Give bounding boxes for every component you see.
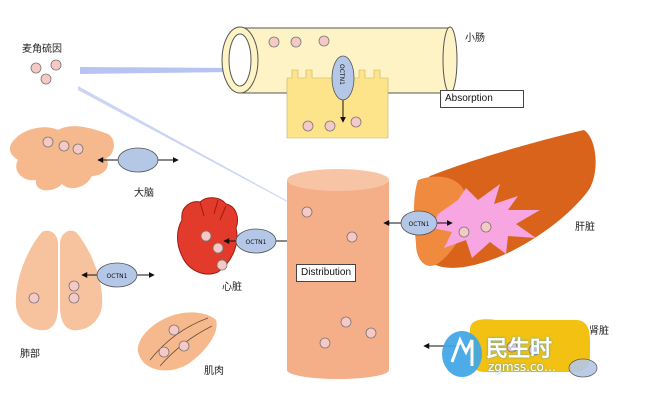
liver — [383, 130, 596, 268]
small-intestine — [221, 26, 458, 139]
label-muscle: 肌肉 — [204, 366, 224, 377]
label-kidney: 肾脏 — [589, 326, 609, 337]
octn1-label-liver: OCTN1 — [409, 221, 430, 228]
watermark-url: zgmss.co… — [488, 360, 556, 374]
absorption-arrows — [78, 62, 303, 210]
kidney — [423, 319, 598, 378]
label-ergothioneine: 麦角硫因 — [22, 44, 62, 55]
label-heart: 心脏 — [222, 282, 242, 293]
watermark-text: 民生时 — [486, 337, 553, 362]
absorption-box: Absorption — [440, 90, 524, 108]
muscle — [137, 312, 217, 371]
octn1-label-lung: OCTN1 — [107, 273, 128, 280]
octn1-label-heart: OCTN1 — [246, 239, 267, 246]
octn1-label-intestine: OCTN1 — [338, 64, 345, 85]
ergothioneine-molecules — [30, 59, 62, 85]
lungs — [15, 230, 155, 331]
label-brain: 大脑 — [134, 188, 154, 199]
brain — [9, 126, 179, 191]
label-liver: 肝脏 — [575, 222, 595, 233]
distribution-box: Distribution — [296, 264, 356, 282]
label-small-intestine: 小肠 — [465, 33, 485, 44]
label-lung: 肺部 — [20, 349, 40, 360]
heart — [177, 197, 293, 275]
watermark-logo — [442, 331, 482, 377]
